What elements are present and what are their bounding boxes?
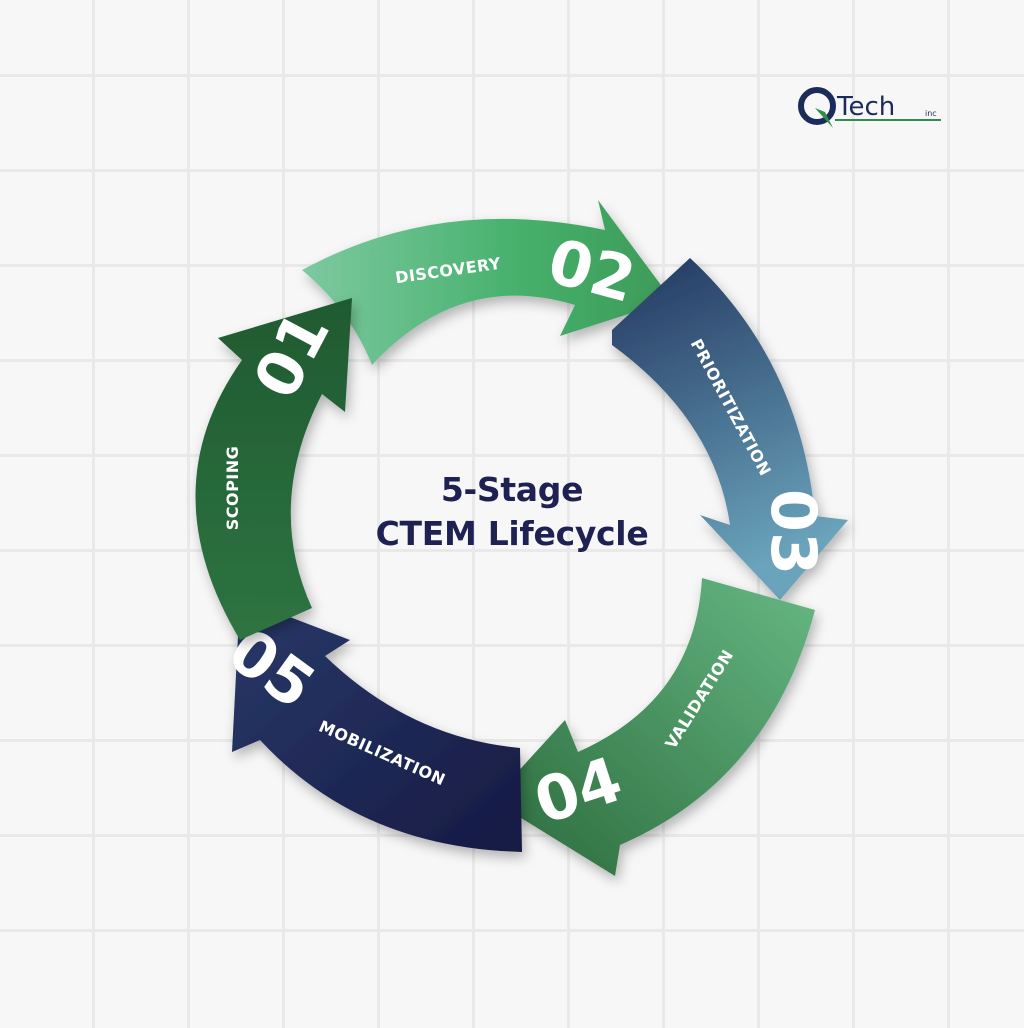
diagram-title-line-2: CTEM Lifecycle <box>375 514 649 553</box>
stage-01-label: SCOPING <box>223 446 242 531</box>
stage-03-number: 03 <box>757 489 830 575</box>
qtech-logo: Tech inc <box>798 87 941 128</box>
stage-04-validation-arrow: 04 VALIDATION <box>492 578 815 876</box>
diagram-title: 5-Stage CTEM Lifecycle <box>312 468 712 556</box>
stage-05-mobilization-arrow: 05 MOBILIZATION <box>215 598 522 852</box>
stage-02-number: 02 <box>541 224 643 317</box>
stage-02-discovery-arrow: 02 DISCOVERY <box>302 200 672 365</box>
logo-suffix: inc <box>925 109 937 118</box>
logo-wordmark: Tech <box>836 92 895 122</box>
diagram-title-line-1: 5-Stage <box>440 470 584 509</box>
